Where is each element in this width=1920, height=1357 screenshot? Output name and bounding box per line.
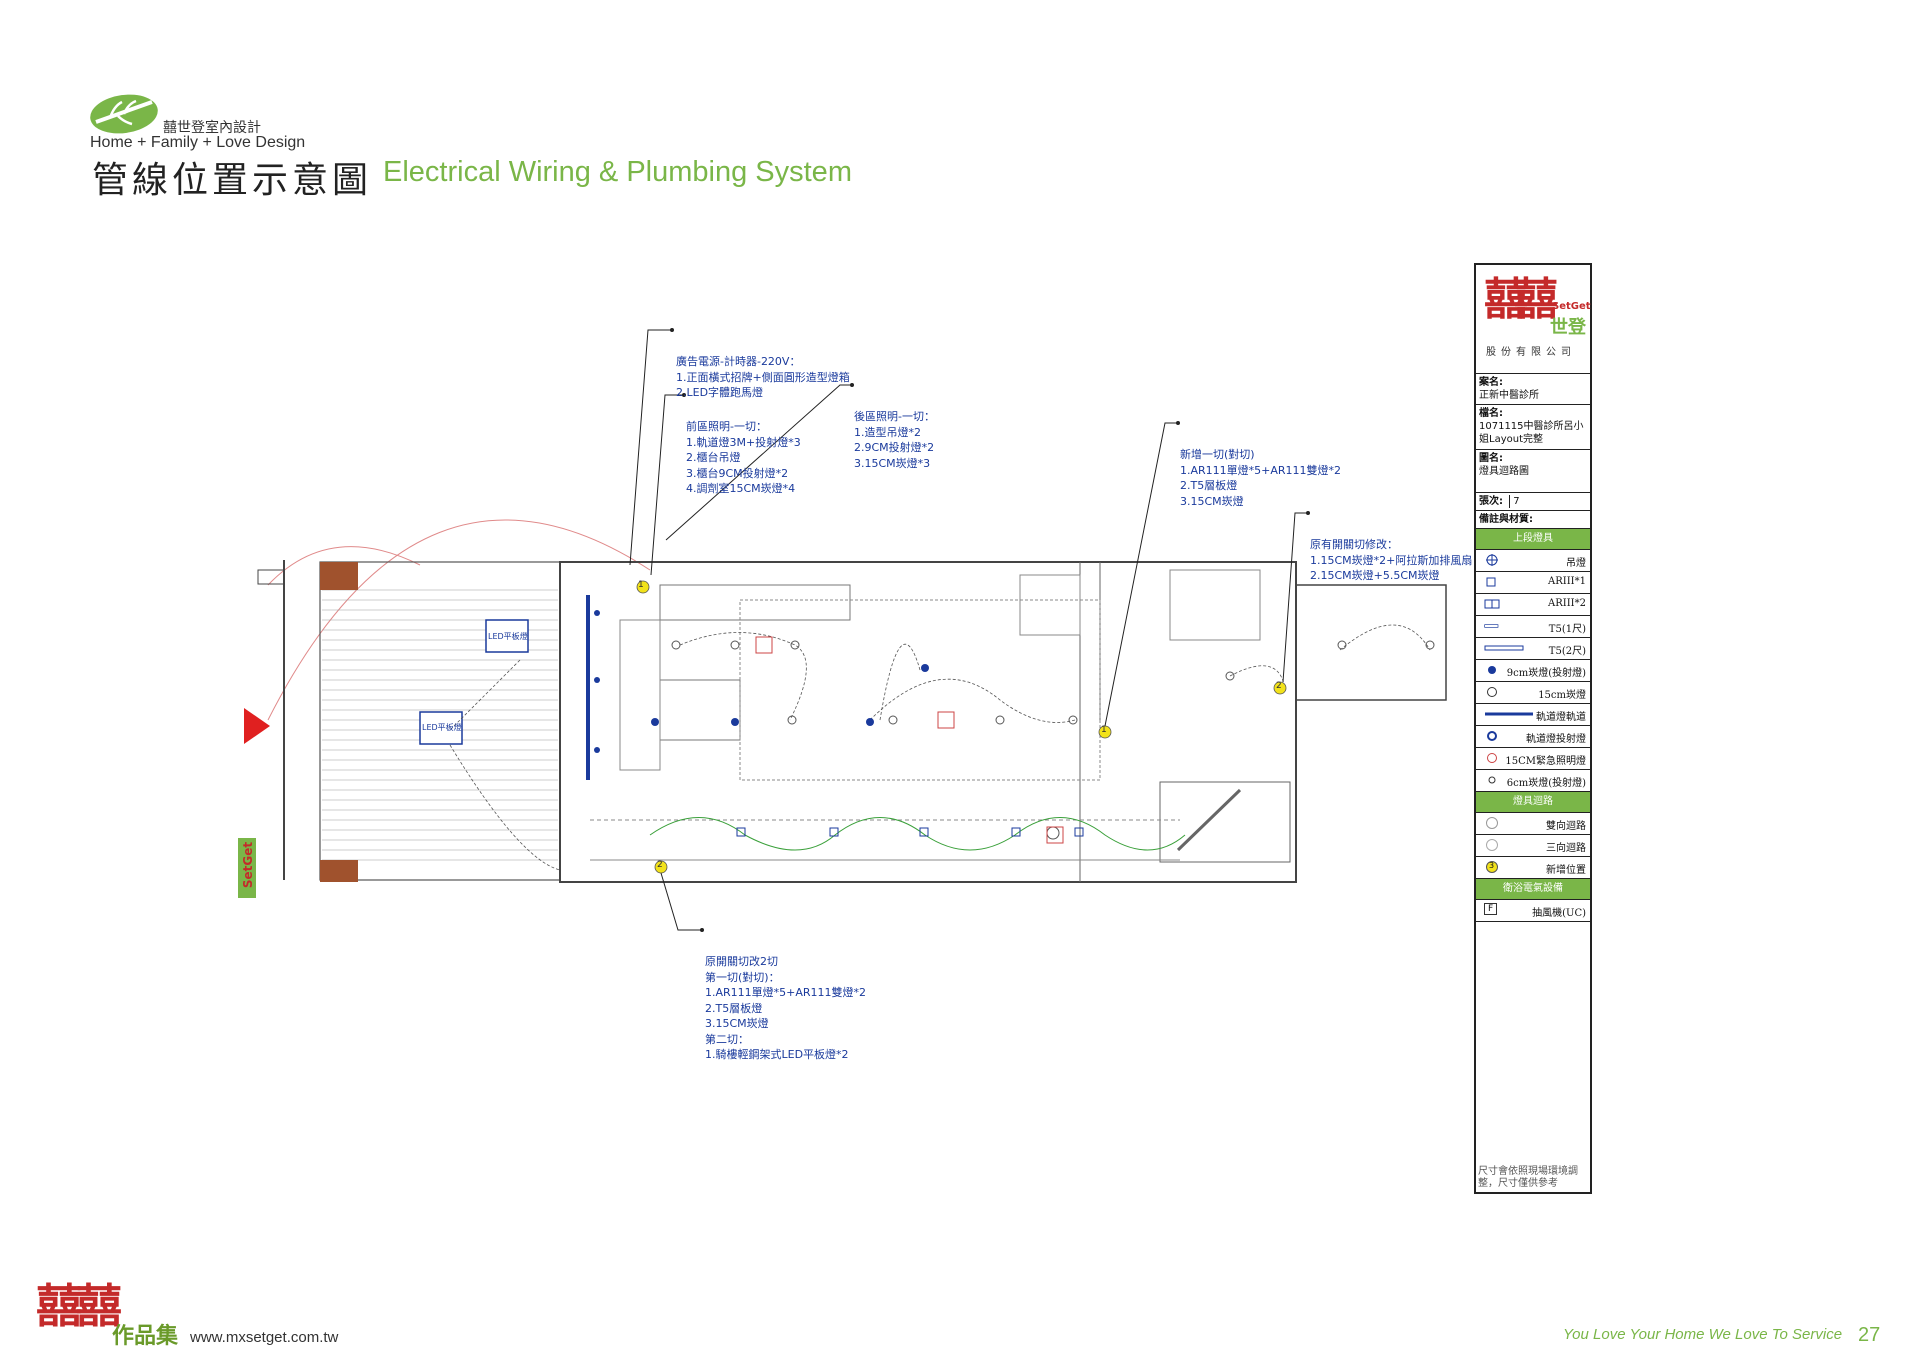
legend-ar111-single: ARIII*1 (1476, 572, 1590, 594)
15cm-downlight-icon (1487, 687, 1497, 697)
new-position-marker-icon (1486, 861, 1498, 873)
panel-logo-xi-2: 囍 (1514, 274, 1558, 325)
legend-new-position: 3 新增位置 (1476, 857, 1590, 879)
panel-logo-xi: 囍 (1484, 274, 1528, 325)
panel-logo-en: SetGet (1552, 301, 1591, 312)
page-title-cn: 管線位置示意圖 (92, 160, 373, 201)
legend-15cm-downlight: 15cm崁燈 (1476, 682, 1590, 704)
t5-2ft-icon (1484, 645, 1524, 651)
footer-works: 作品集 (112, 1324, 179, 1349)
legend-ar111-double: ARIII*2 (1476, 594, 1590, 616)
legend-track-spot: 軌道燈投射燈 (1476, 726, 1590, 748)
legend-exhaust-fan: F 抽風機(UC) (1476, 900, 1590, 922)
panel-logo-cn: 世登 (1550, 317, 1586, 338)
footer-slogan: You Love Your Home We Love To Service (1563, 1326, 1843, 1343)
6cm-downlight-icon (1488, 776, 1496, 784)
field-filename: 檔名:1071115中醫診所呂小姐Layout完整 (1476, 405, 1590, 450)
t5-1ft-icon (1484, 624, 1499, 628)
led-panel-label-1: LED平板燈 (488, 632, 528, 641)
exhaust-fan-icon: F (1484, 903, 1498, 915)
pillar-bottom (320, 860, 358, 882)
legend-two-way-circuit: 雙向迴路 (1476, 813, 1590, 835)
marker-label-1: 1 (638, 580, 644, 590)
field-project: 案名:正新中醫診所 (1476, 374, 1590, 405)
panel-company: 股份有限公司 (1486, 347, 1576, 358)
section-fixtures: 上段燈具 (1476, 529, 1590, 550)
building-outline (559, 561, 1297, 883)
two-way-circuit-icon (1486, 817, 1498, 829)
counter (659, 584, 851, 621)
panel-logo: 囍 囍 SetGet 世登 股份有限公司 (1476, 265, 1591, 374)
page-title-en: Electrical Wiring & Plumbing System (383, 156, 852, 188)
legend-t5-1ft: T5(1尺) (1476, 616, 1590, 638)
led-panel-1-box (485, 619, 529, 653)
ar111-single-icon (1486, 577, 1496, 587)
pillar-top (320, 562, 358, 590)
three-way-circuit-icon (1486, 839, 1498, 851)
legend-emergency-light: 15CM緊急照明燈 (1476, 748, 1590, 770)
ar111-double-icon (1484, 599, 1500, 609)
title-block-panel: 囍 囍 SetGet 世登 股份有限公司 案名:正新中醫診所 檔名:107111… (1474, 263, 1592, 1194)
field-sheet: 張次: 7 (1476, 493, 1590, 511)
panel-disclaimer: 尺寸會依照現場環境調整，尺寸僅供參考 (1478, 1166, 1578, 1189)
legend-pendant: 吊燈 (1476, 550, 1590, 572)
9cm-downlight-icon (1488, 666, 1496, 674)
setget-vertical-sign: SetGet (238, 838, 256, 898)
section-appliances: 衛浴電氣設備 (1476, 879, 1590, 900)
field-drawing-name: 圖名:燈具迴路圖 (1476, 450, 1590, 493)
marker-label-3: 2 (657, 860, 663, 870)
section-circuits: 燈具迴路 (1476, 792, 1590, 813)
led-panel-2-box (419, 711, 463, 745)
door-swing-arc (267, 519, 651, 721)
pendant-icon (1486, 554, 1498, 566)
track-rail-icon (1485, 712, 1533, 716)
leaf-logo-icon (90, 94, 158, 134)
page-number: 27 (1858, 1324, 1881, 1346)
marker-label-4: 2 (1276, 681, 1282, 691)
setget-vertical-sign-text: SetGet (241, 841, 255, 889)
track-spot-icon (1487, 731, 1497, 741)
marker-label-2: 1 (1101, 725, 1107, 735)
legend-track-rail: 軌道燈軌道 (1476, 704, 1590, 726)
brand-name-en: Home + Family + Love Design (90, 134, 306, 151)
led-panel-label-2: LED平板燈 (422, 723, 462, 732)
entrance-arrow-icon (244, 708, 270, 744)
legend-three-way-circuit: 三向迴路 (1476, 835, 1590, 857)
field-notes: 備註與材質: (1476, 511, 1590, 529)
emergency-light-icon (1487, 753, 1497, 763)
legend-t5-2ft: T5(2尺) (1476, 638, 1590, 660)
footer-url[interactable]: www.mxsetget.com.tw (190, 1329, 339, 1346)
footer-logo: 囍囍 (36, 1279, 122, 1333)
brand-name-cn: 囍世登室內設計 (163, 120, 261, 136)
legend-9cm-downlight: 9cm崁燈(投射燈) (1476, 660, 1590, 682)
green-circuit (649, 817, 1186, 851)
legend-6cm-downlight: 6cm崁燈(投射燈) (1476, 770, 1590, 792)
